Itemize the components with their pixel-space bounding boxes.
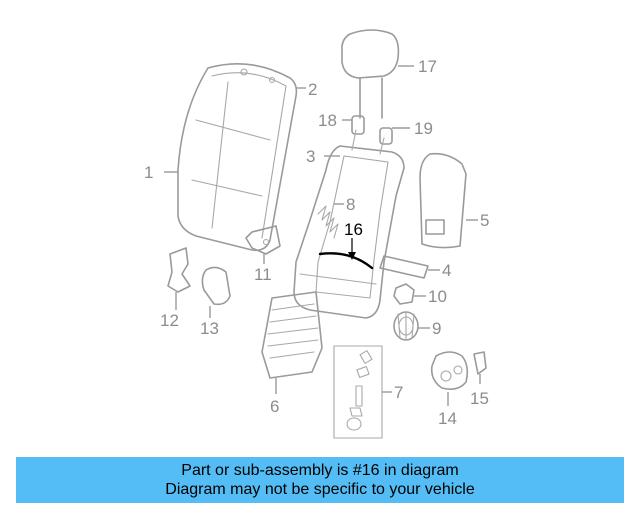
callout-9: 9 [432, 319, 441, 338]
part-hardware-kit [333, 345, 392, 439]
part-side-panel [261, 291, 323, 394]
callout-17: 17 [418, 57, 437, 76]
callout-16-highlighted: 16 [344, 220, 363, 239]
callout-11: 11 [254, 265, 272, 284]
part-cover-plate [201, 266, 231, 318]
part-recliner-wheel [393, 311, 430, 341]
part-16-highlighted [318, 238, 374, 270]
part-headrest-guides [342, 115, 410, 145]
banner-line-part: Part or sub-assembly is #16 in diagram [181, 462, 459, 479]
callout-19: 19 [414, 119, 433, 138]
callout-15: 15 [470, 389, 489, 408]
callout-10: 10 [428, 287, 447, 306]
banner-line-disclaimer: Diagram may not be specific to your vehi… [165, 481, 475, 498]
part-back-panel [419, 152, 478, 249]
callout-18: 18 [318, 111, 337, 130]
callout-4: 4 [442, 261, 451, 280]
callout-12: 12 [160, 311, 179, 330]
callout-14: 14 [438, 409, 457, 428]
part-spring [317, 203, 344, 239]
part-hinge [167, 247, 191, 310]
part-seat-back-cushion [164, 63, 306, 252]
callout-13: 13 [200, 319, 219, 338]
info-banner: Part or sub-assembly is #16 in diagram D… [16, 457, 624, 503]
callout-2: 2 [308, 80, 317, 99]
callout-3: 3 [306, 147, 315, 166]
part-round-cap [430, 351, 469, 406]
part-seat-back-frame [293, 129, 405, 319]
part-headrest [341, 29, 414, 119]
part-bracket [245, 225, 281, 264]
callout-7: 7 [394, 383, 403, 402]
callout-8: 8 [346, 195, 355, 214]
callout-5: 5 [480, 211, 489, 230]
callout-1: 1 [144, 163, 153, 182]
callout-6: 6 [270, 397, 279, 416]
part-clip [473, 351, 487, 384]
part-bar [379, 255, 440, 279]
part-knob [393, 283, 426, 305]
